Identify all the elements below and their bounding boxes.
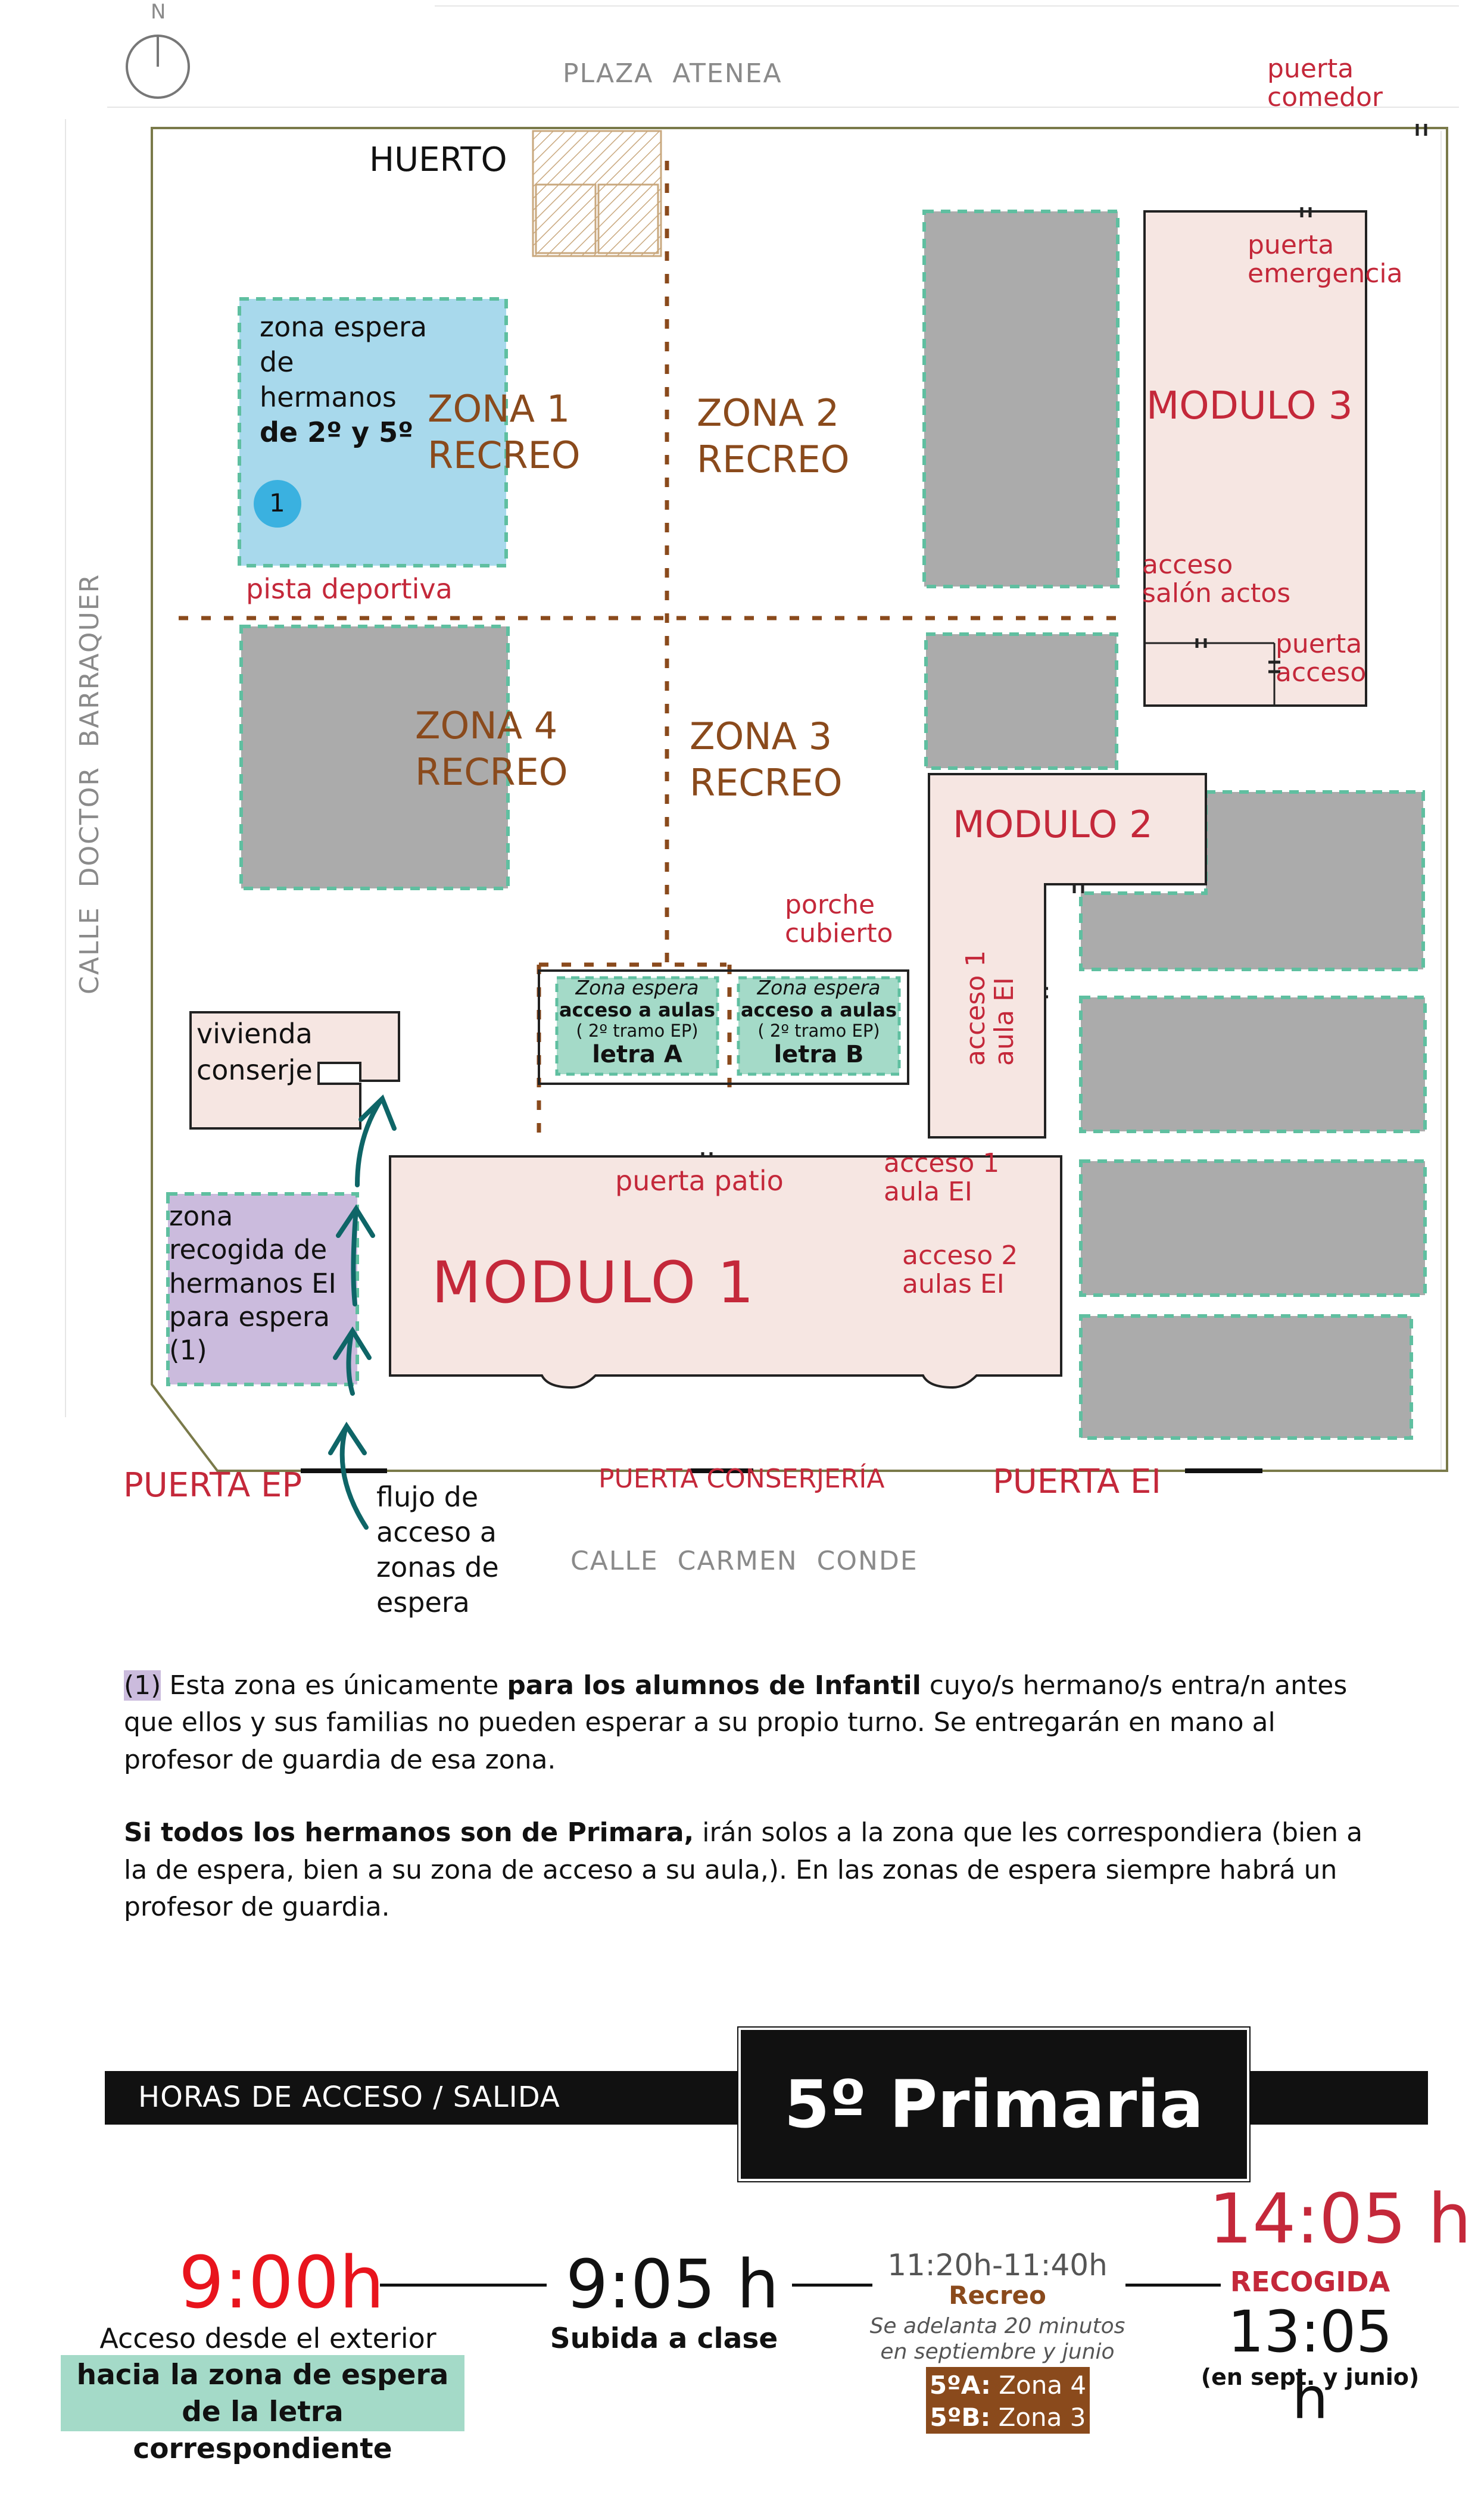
footnote: (1) Esta zona es únicamente para los alu… [124, 1667, 1368, 1962]
grade-box: 5º Primaria [738, 2028, 1249, 2181]
vivienda-conserje [189, 1011, 400, 1130]
time-2-desc: Subida a clase [550, 2322, 778, 2355]
street-west: CALLE DOCTOR BARRAQUER [74, 573, 105, 994]
modulo-1 [389, 1155, 1062, 1389]
street-south: CALLE CARMEN CONDE [570, 1546, 918, 1576]
time-3: 11:20h-11:40h [887, 2248, 1108, 2282]
school-map [65, 5, 1459, 1530]
time-1-highlight [61, 2355, 464, 2431]
street-north: PLAZA ATENEA [563, 58, 782, 89]
footnote-tag: (1) [124, 1670, 161, 1701]
time-1-desc: Acceso desde el exterior [99, 2322, 436, 2354]
wait-a-label: Zona espera acceso a aulas ( 2º tramo EP… [559, 976, 716, 1069]
badge-number: 1 [269, 488, 285, 517]
huerto-garden [532, 130, 662, 257]
timeline-line [792, 2284, 872, 2287]
puerta-ep-label: PUERTA EP [123, 1466, 303, 1505]
time-2: 9:05 h [566, 2246, 779, 2323]
compass-label: N [151, 0, 166, 24]
time-4-label: RECOGIDA [1230, 2266, 1390, 2298]
recogida-area [166, 1192, 359, 1386]
grade-title: 5º Primaria [784, 2066, 1204, 2142]
footnote-paragraph-1: (1) Esta zona es únicamente para los alu… [124, 1670, 1348, 1775]
compass-icon [126, 35, 190, 99]
modulo-3-label: MODULO 3 [1146, 384, 1353, 428]
timeline-line [380, 2284, 547, 2287]
flow-arrows [328, 1094, 397, 1530]
pista-label: pista deportiva [246, 573, 453, 605]
puerta-conserjeria-label: PUERTA CONSERJERÍA [598, 1464, 885, 1494]
wait-zone-b [737, 976, 901, 1076]
modulo-1-label: MODULO 1 [432, 1249, 756, 1316]
zona-4-area [239, 625, 510, 890]
recreo-groups: 5ºA: Zona 4 5ºB: Zona 3 [926, 2367, 1090, 2434]
time-4: 14:05 h [1209, 2179, 1471, 2259]
time-4-alt: 13:05 h [1227, 2298, 1393, 2432]
timeline-line [1125, 2284, 1221, 2287]
modulo-3 [1143, 210, 1367, 707]
footnote-paragraph-2: Si todos los hermanos son de Primara, ir… [124, 1817, 1363, 1923]
modulo-2 [928, 773, 1207, 1139]
wait-zone-a [555, 976, 719, 1076]
porche-outline [538, 969, 909, 1085]
badge-circle [254, 480, 301, 528]
grey-blocks [922, 210, 1427, 1440]
background-lines [65, 5, 1459, 1471]
time-3-title: Recreo [949, 2281, 1046, 2310]
site-boundary [151, 127, 1448, 1472]
puerta-patio-label: puerta patio [615, 1165, 784, 1197]
modulo-2-label: MODULO 2 [953, 803, 1153, 846]
schedule-bar-label: HORAS DE ACCESO / SALIDA [138, 2081, 560, 2114]
time-1: 9:00h [179, 2242, 385, 2325]
sibling-wait-label: zona espera de hermanos de 2º y 5º [260, 311, 428, 448]
wait-b-label: Zona espera acceso a aulas ( 2º tramo EP… [740, 976, 897, 1069]
huerto-label: HUERTO [369, 141, 507, 179]
time-4-alt-note: (en sept. y junio) [1201, 2364, 1420, 2390]
puerta-ei-label: PUERTA EI [993, 1462, 1161, 1501]
